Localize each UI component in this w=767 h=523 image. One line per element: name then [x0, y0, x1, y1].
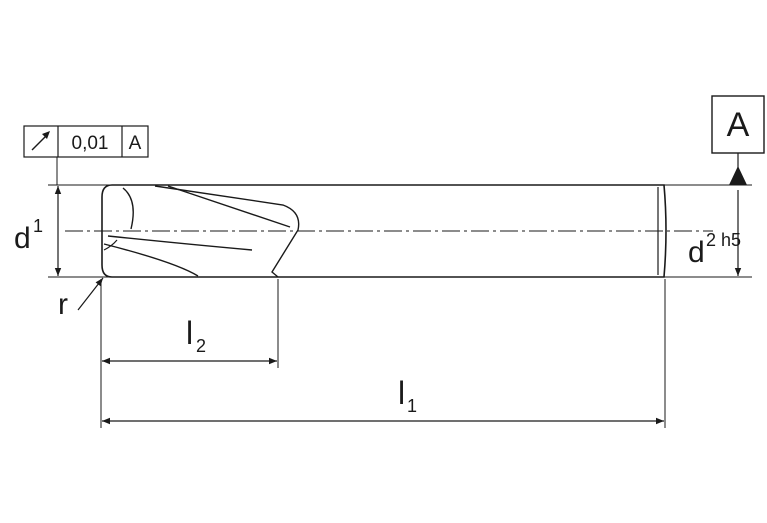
l2-letter: l: [186, 315, 193, 351]
d2-subscript: 2 h5: [706, 230, 741, 250]
d1-subscript: 1: [33, 216, 43, 236]
tolerance-frame: 0,01 A: [23, 125, 149, 158]
dimension-r: r: [58, 277, 104, 321]
tolerance-datum: A: [129, 133, 142, 154]
l1-letter: l: [398, 375, 405, 411]
dimension-l1: l 1: [102, 375, 664, 425]
r-label: r: [58, 288, 68, 321]
datum-a: A: [711, 95, 765, 185]
d2-letter: d: [688, 236, 705, 269]
l2-subscript: 2: [196, 336, 206, 356]
datum-label: A: [727, 106, 750, 144]
datum-triangle: [729, 166, 747, 185]
runout-arrow-icon: [31, 131, 50, 151]
tolerance-value: 0,01: [72, 133, 109, 154]
l1-subscript: 1: [407, 396, 417, 416]
cutting-flutes: [103, 185, 300, 278]
d1-letter: d: [14, 222, 31, 255]
dimension-d1: d 1: [14, 157, 112, 278]
dimension-l2: l 2: [102, 315, 277, 365]
